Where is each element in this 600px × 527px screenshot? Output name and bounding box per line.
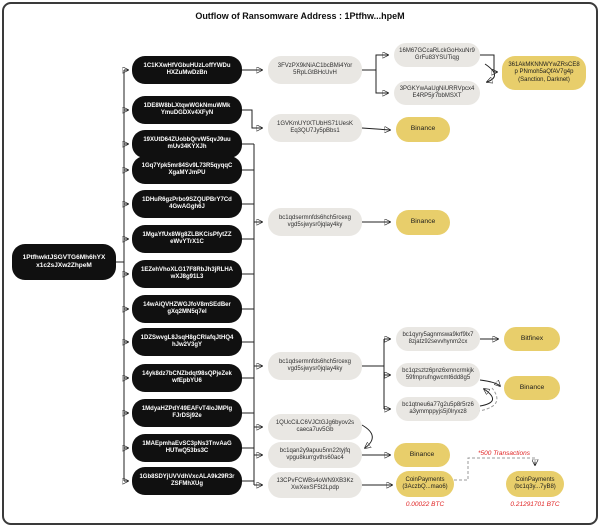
- tier1-address-node: 1EZehVhoXLG17F8RbJh3jRLHA wXJ8g91L3: [132, 260, 242, 288]
- tier2-address-node: 13CPvFCWBs4oWN9XB3Kz XwXexSF5t2Lpdp: [268, 472, 362, 498]
- exchange-node-binance: Binance: [504, 376, 560, 400]
- tier1-address-node: 1C1KXwHfVGbuHUzLoffYWDu HXZuMwDzBn: [132, 56, 242, 84]
- tier1-address-node: 1DHuR6gzPrbo9SZQUPBrY7Cd 4GwAGgh6J: [132, 190, 242, 218]
- exchange-node-binance: Binance: [396, 210, 450, 235]
- tier3-address-node: 16M67GCcaRLckGoHxuNr9 GrFu83YSUTiqg: [394, 43, 480, 67]
- transaction-count-label: *500 Transactions: [478, 450, 530, 457]
- tier2-address-node: bc1qan2y9apuu5nn22tyjfq vpgu8kurrgvths60…: [268, 442, 362, 468]
- connector-lines: [116, 4, 598, 525]
- sanction-darknet-node: 361AkMKNNWYwZRsCE8p PNmoh5aQfAV7g4p (San…: [502, 56, 586, 90]
- tier1-address-node: 1MgaYfUx8Wg8ZLBKCisPfytZZ eWvYTrX1C: [132, 225, 242, 253]
- exchange-node-bitfinex: Bitfinex: [504, 327, 560, 351]
- diagram-title: Outflow of Ransomware Address : 1Ptfhw..…: [195, 11, 405, 21]
- exchange-node-binance: Binance: [394, 443, 450, 467]
- tier3-address-node: 3PGKYwAaUgNiURRVpcx4 E4RP5jr7bbMSXT: [394, 81, 480, 105]
- tier3-address-node: bc1qtneu6a77g2u5p8r5rz6 a3ymmppyjs5j0lry…: [396, 397, 480, 421]
- tier1-address-node: 1DZSwvgL8JsqH8gCRlafqJtHQ4 hJw2V3gY: [132, 328, 242, 356]
- tier2-address-node: bc1qdsermnfds6hch5rcexg vgd5sjwysr0jqlay…: [268, 352, 362, 380]
- tier3-address-node: bc1qzsztz6pnz6xmncrmkjk 59fmprufngwcmt6d…: [396, 363, 480, 387]
- tier1-address-node: 1MdyaHZPdY49EAFvT4loJMPlg FJrDSj92e: [132, 399, 242, 427]
- exchange-node-binance: Binance: [396, 117, 450, 142]
- tier1-address-node: 1DE8W8bLXtqwWGkNmuWMk YmuDGDXv4XFyN: [132, 96, 242, 124]
- btc-amount-label: 0.21291701 BTC: [510, 501, 560, 508]
- exchange-node-coinpayments: CoinPayments (3AczbQ...mao6): [396, 471, 454, 497]
- tier2-address-node: 1GVKmUYtXTUbHS71UesK Eq3QU7Jy5pBbs1: [268, 114, 362, 142]
- root-address-node: 1PtfhwktJSGVTG6Mh6hYX x1c2sJXw2ZhpeM: [12, 244, 116, 280]
- tier1-address-node: 1Gq7Ypk5mr84Sv9L73R5qyqqC XgaMYJmPU: [132, 156, 242, 184]
- tier2-address-node: 3FVzPX9kNiAC1bcBMi4Yor 5RpLGtBHcUvH: [268, 56, 362, 84]
- tier1-address-node: 1MAEpmhaEvSC3pNs3TnvAaG HUTwQ53bs3C: [132, 434, 242, 462]
- tier3-address-node: bc1qyry5agnmswa9krf9lx7 8zjatz92sevvhynm…: [396, 327, 480, 351]
- btc-amount-label: 0.00022 BTC: [405, 501, 445, 508]
- tier2-address-node: bc1qdsermnfds6hch5rcexg vgd5sjwysr0jqlay…: [268, 208, 362, 236]
- tier1-address-node: 14wAiQVHZWGJfoV8mSEdBer gXq2MN5q7el: [132, 295, 242, 323]
- tier1-address-node: 19XUtD64ZUobbQrvW5qvJ9uu mUv34KYXJh: [132, 130, 242, 158]
- tier2-address-node: 1QUcCiLC6VJCtGJg6byov2s caeca7uv5Gb: [268, 414, 362, 440]
- tier1-address-node: 1Gb8SDYjUVVdhVxcALA9k29R3r ZSFMhXUg: [132, 467, 242, 495]
- tier1-address-node: 14yk8dz7bCNZbdqt98sQPjeZek wfEpbYU6: [132, 364, 242, 392]
- exchange-node-coinpayments: CoinPayments (bc1q3y...7yB8): [506, 471, 564, 497]
